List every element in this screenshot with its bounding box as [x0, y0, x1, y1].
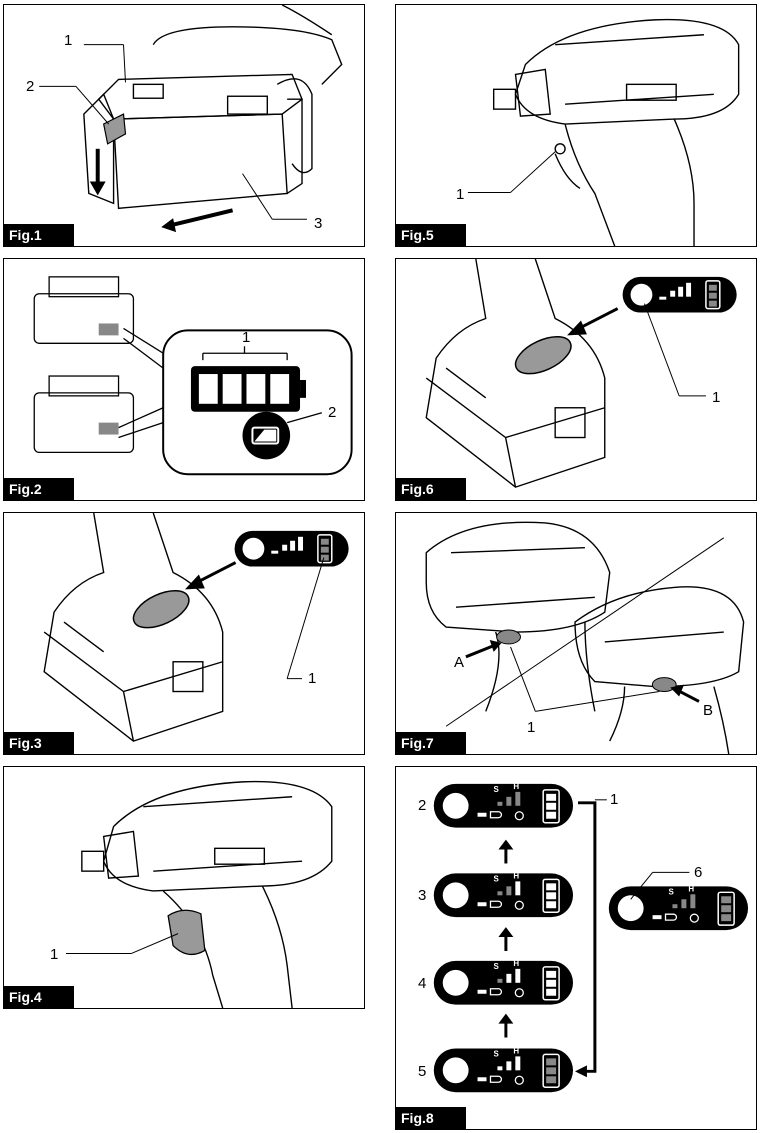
figure-1: 1 2 3 Fig.1: [3, 4, 365, 247]
figure-label: Fig.1: [4, 224, 74, 246]
callout-1: 1: [527, 719, 536, 736]
trigger-illustration: [65, 780, 333, 1008]
callout-1: 1: [610, 791, 619, 808]
h-label: H: [688, 884, 694, 893]
figure-label: Fig.8: [396, 1107, 466, 1129]
figure-4: 1 Fig.4: [3, 766, 365, 1009]
figure-label: Fig.4: [4, 986, 74, 1008]
figure-6: 1 Fig.6: [395, 258, 757, 501]
battery-capacity-illustration: [43, 513, 349, 742]
callout-1: 1: [712, 389, 721, 406]
s-label: S: [668, 887, 673, 896]
callout-2: 2: [26, 78, 35, 95]
battery-removal-illustration: [39, 5, 343, 233]
s-label: S: [493, 785, 498, 794]
callout-1: 1: [456, 186, 465, 203]
callout-5: 5: [418, 1063, 427, 1080]
callout-2: 2: [328, 404, 337, 421]
callout-a: A: [454, 654, 465, 671]
switch-panel-illustration: [425, 259, 737, 488]
s-label: S: [493, 1049, 498, 1058]
forward-reverse-switch-illustration: [425, 521, 745, 754]
figure-5: 1 Fig.5: [395, 4, 757, 247]
callout-1: 1: [50, 946, 59, 963]
h-label: H: [513, 959, 519, 968]
h-label: H: [513, 871, 519, 880]
figure-label: Fig.3: [4, 732, 74, 754]
callout-1: 1: [242, 329, 251, 346]
figure-2: 1 2 Fig.2: [3, 258, 365, 501]
s-label: S: [493, 962, 498, 971]
figure-label: Fig.6: [396, 478, 466, 500]
callout-3: 3: [418, 887, 427, 904]
figure-label: Fig.5: [396, 224, 466, 246]
figure-label: Fig.2: [4, 478, 74, 500]
h-label: H: [513, 1046, 519, 1055]
h-label: H: [513, 782, 519, 791]
callout-2: 2: [418, 797, 427, 814]
s-label: S: [493, 874, 498, 883]
callout-b: B: [703, 702, 714, 719]
figure-label: Fig.7: [396, 732, 466, 754]
callout-6: 6: [694, 864, 703, 881]
figure-3: 1 Fig.3: [3, 512, 365, 755]
figure-7: A B 1 Fig.7: [395, 512, 757, 755]
callout-4: 4: [418, 975, 427, 992]
impact-wrench-side-illustration: [467, 18, 740, 246]
callout-1: 1: [64, 32, 73, 49]
callout-1: 1: [308, 670, 317, 687]
battery-indicator-illustration: [33, 276, 353, 476]
callout-3: 3: [314, 215, 323, 232]
